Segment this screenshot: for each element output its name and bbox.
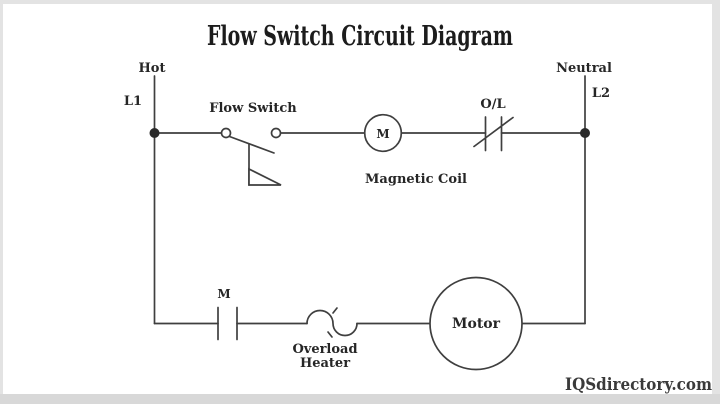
magnetic-coil-label: Magnetic Coil bbox=[365, 172, 467, 187]
flow-switch-label: Flow Switch bbox=[209, 101, 297, 116]
l2-label: L2 bbox=[592, 86, 610, 101]
flow-switch-paddle-icon bbox=[248, 167, 282, 186]
diagram-canvas bbox=[3, 4, 712, 394]
m-contact-label: M bbox=[217, 287, 230, 301]
frame-bottom-strip bbox=[0, 394, 720, 404]
flow-switch-blade bbox=[228, 135, 275, 154]
wires-group bbox=[153, 75, 586, 371]
overload-heater-label-line2: Heater bbox=[300, 356, 350, 371]
motor-circle bbox=[429, 276, 523, 371]
labels-group: Hot L1 Neutral L2 Flow Switch O/L Magnet… bbox=[124, 61, 612, 371]
junction-dot-right bbox=[580, 128, 590, 138]
junction-dot-left bbox=[149, 128, 160, 138]
overload-heater-tick-bottom bbox=[327, 331, 333, 338]
ol-label: O/L bbox=[480, 97, 505, 112]
ol-contact-slash bbox=[473, 116, 514, 148]
diagram-title: Flow Switch Circuit Diagram bbox=[207, 21, 513, 52]
hot-label: Hot bbox=[139, 61, 166, 76]
flow-switch-contact-left bbox=[220, 127, 232, 139]
coil-letter-label: M bbox=[376, 127, 389, 141]
l1-label: L1 bbox=[124, 94, 142, 109]
overload-heater-label-line1: Overload bbox=[292, 342, 357, 357]
watermark-text: IQSdirectory.com bbox=[565, 375, 712, 395]
overload-heater-icon bbox=[306, 309, 358, 337]
neutral-label: Neutral bbox=[556, 61, 612, 76]
motor-label: Motor bbox=[452, 316, 501, 332]
magnetic-coil-circle bbox=[363, 113, 403, 153]
overload-heater-tick-top bbox=[332, 307, 338, 314]
flow-switch-contact-right bbox=[270, 127, 282, 139]
